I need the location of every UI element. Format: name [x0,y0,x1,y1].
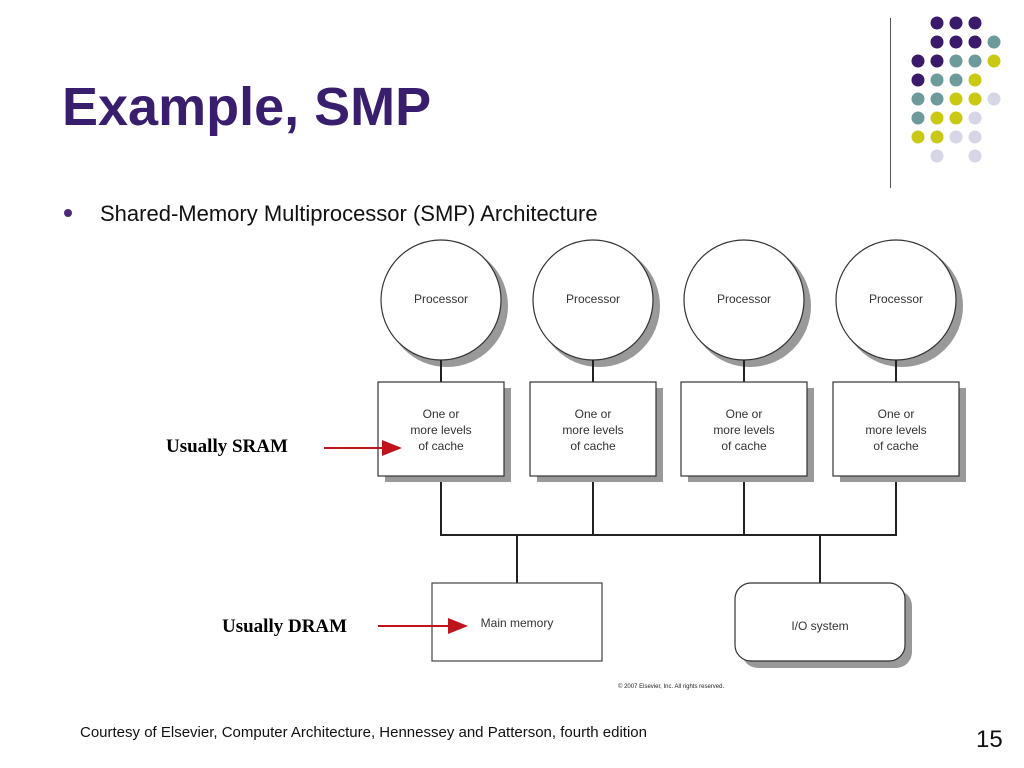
decorative-dot [968,149,982,163]
svg-text:more levels: more levels [410,423,471,437]
main-memory-label: Main memory [481,616,554,630]
decorative-dot [987,54,1001,68]
decorative-dot [968,73,982,87]
copyright-notice: © 2007 Elsevier, Inc. All rights reserve… [618,684,725,690]
decorative-dot [968,92,982,106]
decorative-dot [949,111,963,125]
decorative-dot [930,92,944,106]
processor-label: Processor [566,292,620,306]
svg-text:One or: One or [575,407,612,421]
decorative-dot [930,149,944,163]
decorative-dot [968,16,982,30]
slide-number: 15 [976,726,1003,753]
decorative-dot [911,130,925,144]
decorative-divider [890,18,891,188]
svg-text:One or: One or [423,407,460,421]
decorative-dot [949,130,963,144]
decorative-dot [930,54,944,68]
svg-text:One or: One or [726,407,763,421]
decorative-dot [968,111,982,125]
decorative-dot [987,92,1001,106]
processor-label: Processor [869,292,923,306]
decorative-dot [968,35,982,49]
interconnect-bus [440,476,897,583]
processor-column-3: Processor One or more levels of cache [680,239,814,482]
svg-text:of cache: of cache [721,439,767,453]
svg-text:more levels: more levels [713,423,774,437]
decorative-dot [930,130,944,144]
slide-footer: Courtesy of Elsevier, Computer Architect… [80,724,647,741]
decorative-dot [911,111,925,125]
io-system-block: I/O system [734,582,912,668]
decorative-dot [911,92,925,106]
decorative-dot [949,54,963,68]
cache-box [680,381,808,477]
decorative-dot [949,16,963,30]
dram-annotation: Usually DRAM [222,616,348,637]
sram-annotation: Usually SRAM [166,436,288,457]
cache-box [529,381,657,477]
decorative-dot [968,54,982,68]
svg-text:One or: One or [878,407,915,421]
decorative-dot [930,35,944,49]
bullet-text: Shared-Memory Multiprocessor (SMP) Archi… [100,201,598,226]
svg-text:more levels: more levels [865,423,926,437]
svg-text:of cache: of cache [570,439,616,453]
processor-column-2: Processor One or more levels of cache [529,239,663,482]
main-memory-block: Main memory [431,582,603,662]
cache-box [377,381,505,477]
processor-label: Processor [414,292,468,306]
bullet-marker [64,209,72,217]
svg-text:of cache: of cache [418,439,464,453]
decorative-dot [930,111,944,125]
decorative-dot [987,35,1001,49]
slide-title: Example, SMP [62,77,432,137]
decorative-dot [911,54,925,68]
io-system-label: I/O system [791,619,848,633]
processor-label: Processor [717,292,771,306]
cache-box [832,381,960,477]
decorative-dot [968,130,982,144]
svg-text:more levels: more levels [562,423,623,437]
decorative-dot [949,35,963,49]
decorative-dot-grid [911,16,1001,163]
decorative-dot [911,73,925,87]
processor-column-1: Processor One or more levels of cache [377,239,511,482]
processor-column-4: Processor One or more levels of cache [832,239,966,482]
svg-text:of cache: of cache [873,439,919,453]
decorative-dot [930,16,944,30]
decorative-dot [949,92,963,106]
decorative-dot [930,73,944,87]
decorative-dot [949,73,963,87]
